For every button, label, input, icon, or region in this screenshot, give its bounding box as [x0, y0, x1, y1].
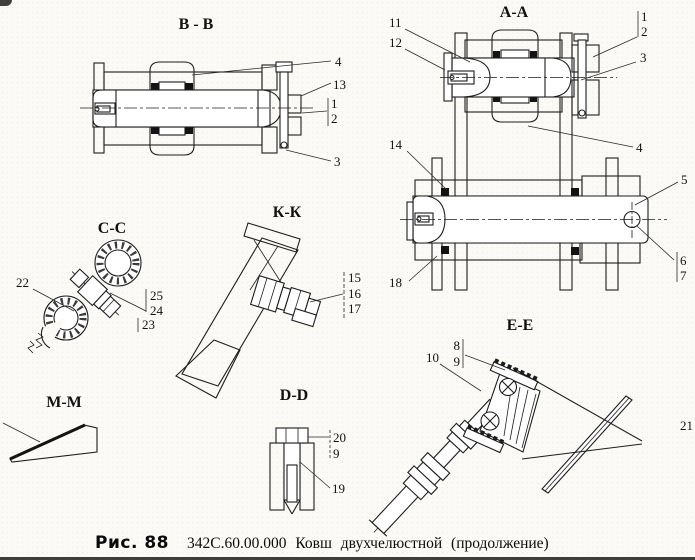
callout-pin-18: 18	[389, 275, 402, 290]
aa-callouts: 11 12 1 2 3 4	[389, 9, 648, 155]
ee-serrated-edge-bottom	[462, 424, 506, 454]
view-aa-title: А-А	[500, 4, 529, 21]
figure-caption: Рис. 88 342С.60.00.000 Ковш двухчелюстно…	[95, 533, 549, 553]
callout-cc-25: 25	[150, 288, 163, 303]
cc-callouts: 22 25 24 23	[16, 275, 164, 332]
callout-dd-20: 20	[333, 430, 346, 445]
kk-callouts: 15 16 17	[309, 270, 362, 320]
mm-wedge	[2, 422, 98, 463]
cc-shackle-bolt	[69, 268, 122, 319]
callout-ee-10: 10	[426, 350, 439, 365]
scan-edge	[0, 557, 695, 560]
bb-bushings	[149, 61, 195, 156]
view-kk: К-К 15 16	[170, 190, 405, 405]
kk-bolt	[249, 274, 322, 328]
callout-bb-4: 4	[335, 54, 342, 69]
ee-blade	[541, 395, 633, 494]
view-cc-title: С-С	[98, 220, 126, 237]
cc-ring-upper	[94, 239, 142, 287]
view-mm-drawing: М-М	[2, 394, 98, 463]
figure-title: 342С.60.00.000 Ковш двухчелюстной (продо…	[186, 535, 549, 552]
view-mm: М-М	[0, 390, 115, 468]
view-aa-and-pin: А-А	[385, 0, 695, 300]
callout-bb-1: 1	[331, 96, 338, 111]
callout-aa-12: 12	[389, 35, 402, 50]
view-dd-title: D-D	[280, 387, 308, 404]
bb-retainer	[275, 61, 302, 149]
callout-aa-11: 11	[389, 15, 402, 30]
callout-kk-17: 17	[348, 301, 362, 316]
view-cc: С-С	[10, 215, 175, 395]
aa-pin	[443, 52, 575, 102]
ee-callouts: 8 9 10 21	[426, 338, 693, 433]
aa-retainer	[571, 33, 600, 119]
pin-callouts: 14 5 6 7 18	[389, 137, 688, 290]
view-ee-title: Е-Е	[507, 317, 534, 334]
callout-dd-9: 9	[333, 446, 340, 461]
ee-bolt-marks	[480, 377, 518, 431]
view-kk-drawing: К-К 15 16	[175, 204, 362, 399]
view-dd: D-D 20 9 19	[250, 380, 365, 525]
view-bb-drawing: В - В	[80, 16, 346, 169]
callout-pin-14: 14	[389, 137, 403, 152]
view-bb: В - В	[80, 10, 360, 178]
callout-bb-13: 13	[333, 77, 346, 92]
callout-pin-6: 6	[680, 253, 687, 268]
aa-walls	[431, 32, 619, 291]
view-cc-drawing: С-С	[16, 220, 164, 354]
callout-ee-21: 21	[680, 418, 693, 433]
callout-bb-2: 2	[331, 111, 338, 126]
dd-socket	[269, 442, 315, 515]
cc-ring-lower	[27, 295, 89, 354]
callout-aa-1: 1	[641, 9, 648, 24]
aa-bushings	[491, 29, 539, 123]
callout-cc-23: 23	[142, 317, 155, 332]
dd-bolt-head	[275, 427, 309, 444]
callout-ee-9: 9	[454, 354, 461, 369]
view-ee-drawing: Е-Е	[368, 317, 693, 537]
callout-pin-7: 7	[680, 268, 687, 283]
figure-number: Рис. 88	[95, 533, 169, 553]
ee-jaw-lines	[512, 367, 643, 460]
callout-pin-5: 5	[681, 172, 688, 187]
view-dd-drawing: D-D 20 9 19	[269, 387, 346, 515]
callout-aa-4: 4	[636, 140, 643, 155]
callout-bb-3: 3	[334, 154, 341, 169]
view-kk-title: К-К	[273, 204, 302, 221]
view-ee: Е-Е	[368, 310, 695, 538]
callout-aa-2: 2	[641, 24, 648, 39]
bb-pin	[92, 89, 282, 128]
view-mm-title: М-М	[46, 394, 82, 411]
dd-callouts: 20 9 19	[299, 430, 346, 496]
bb-callouts: 4 13 1 2 3	[191, 54, 346, 169]
view-bb-title: В - В	[179, 16, 214, 33]
callout-ee-8: 8	[454, 338, 461, 353]
callout-cc-24: 24	[150, 303, 164, 318]
callout-kk-15: 15	[348, 270, 361, 285]
callout-cc-22: 22	[16, 275, 29, 290]
kk-beam	[175, 222, 301, 399]
callout-aa-3: 3	[640, 50, 647, 65]
scan-blot	[0, 0, 12, 6]
callout-dd-19: 19	[332, 481, 345, 496]
view-aa-drawing: А-А	[389, 4, 688, 291]
callout-kk-16: 16	[348, 286, 362, 301]
